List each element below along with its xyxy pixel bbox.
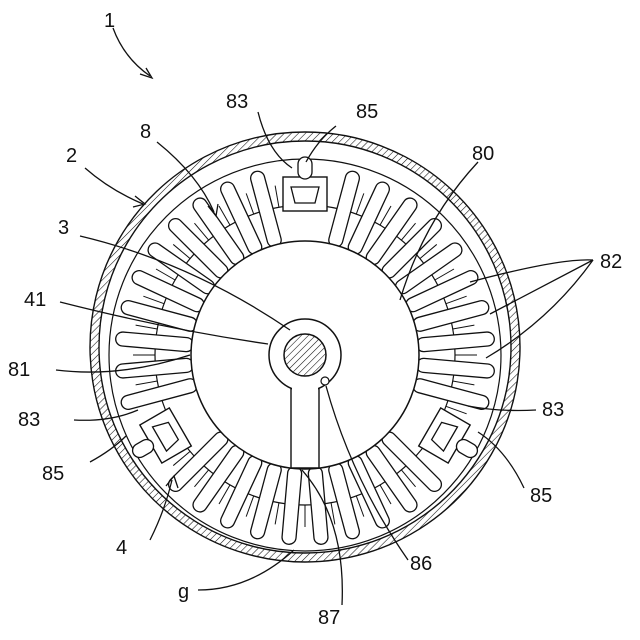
- blade: [411, 377, 490, 411]
- segment-line: [246, 193, 254, 214]
- label-83-right: 83: [542, 399, 564, 421]
- label-85-top: 85: [356, 101, 378, 123]
- blade: [281, 466, 302, 545]
- segment-line: [275, 503, 279, 525]
- holder-0: [283, 157, 327, 211]
- label-81: 81: [8, 359, 30, 381]
- keyhole-slot: [291, 383, 319, 468]
- label-8: 8: [140, 121, 151, 143]
- segment-line: [453, 325, 475, 329]
- label-83-top: 83: [226, 91, 248, 113]
- segment-line: [143, 296, 164, 304]
- segment-line: [246, 496, 254, 517]
- label-80: 80: [472, 143, 494, 165]
- label-g: g: [178, 581, 189, 603]
- label-83-left: 83: [18, 409, 40, 431]
- blade: [115, 331, 194, 352]
- shaft: [284, 334, 326, 376]
- segment-line: [446, 296, 467, 304]
- label-85-left: 85: [42, 463, 64, 485]
- segment-line: [275, 186, 279, 208]
- segment-line: [356, 193, 364, 214]
- label-86: 86: [410, 553, 432, 575]
- label-3: 3: [58, 217, 69, 239]
- label-2: 2: [66, 145, 77, 167]
- segment-line: [356, 496, 364, 517]
- small-hole: [321, 377, 329, 385]
- blade: [416, 358, 495, 379]
- segment-line: [136, 325, 158, 329]
- blade: [120, 377, 199, 411]
- label-82: 82: [600, 251, 622, 273]
- label-85-right: 85: [530, 485, 552, 507]
- label-87: 87: [318, 607, 340, 629]
- blade: [416, 331, 495, 352]
- segment-line: [136, 381, 158, 385]
- label-1: 1: [104, 10, 115, 32]
- blade: [115, 358, 194, 379]
- label-4: 4: [116, 537, 127, 559]
- label-41: 41: [24, 289, 46, 311]
- segment-line: [453, 381, 475, 385]
